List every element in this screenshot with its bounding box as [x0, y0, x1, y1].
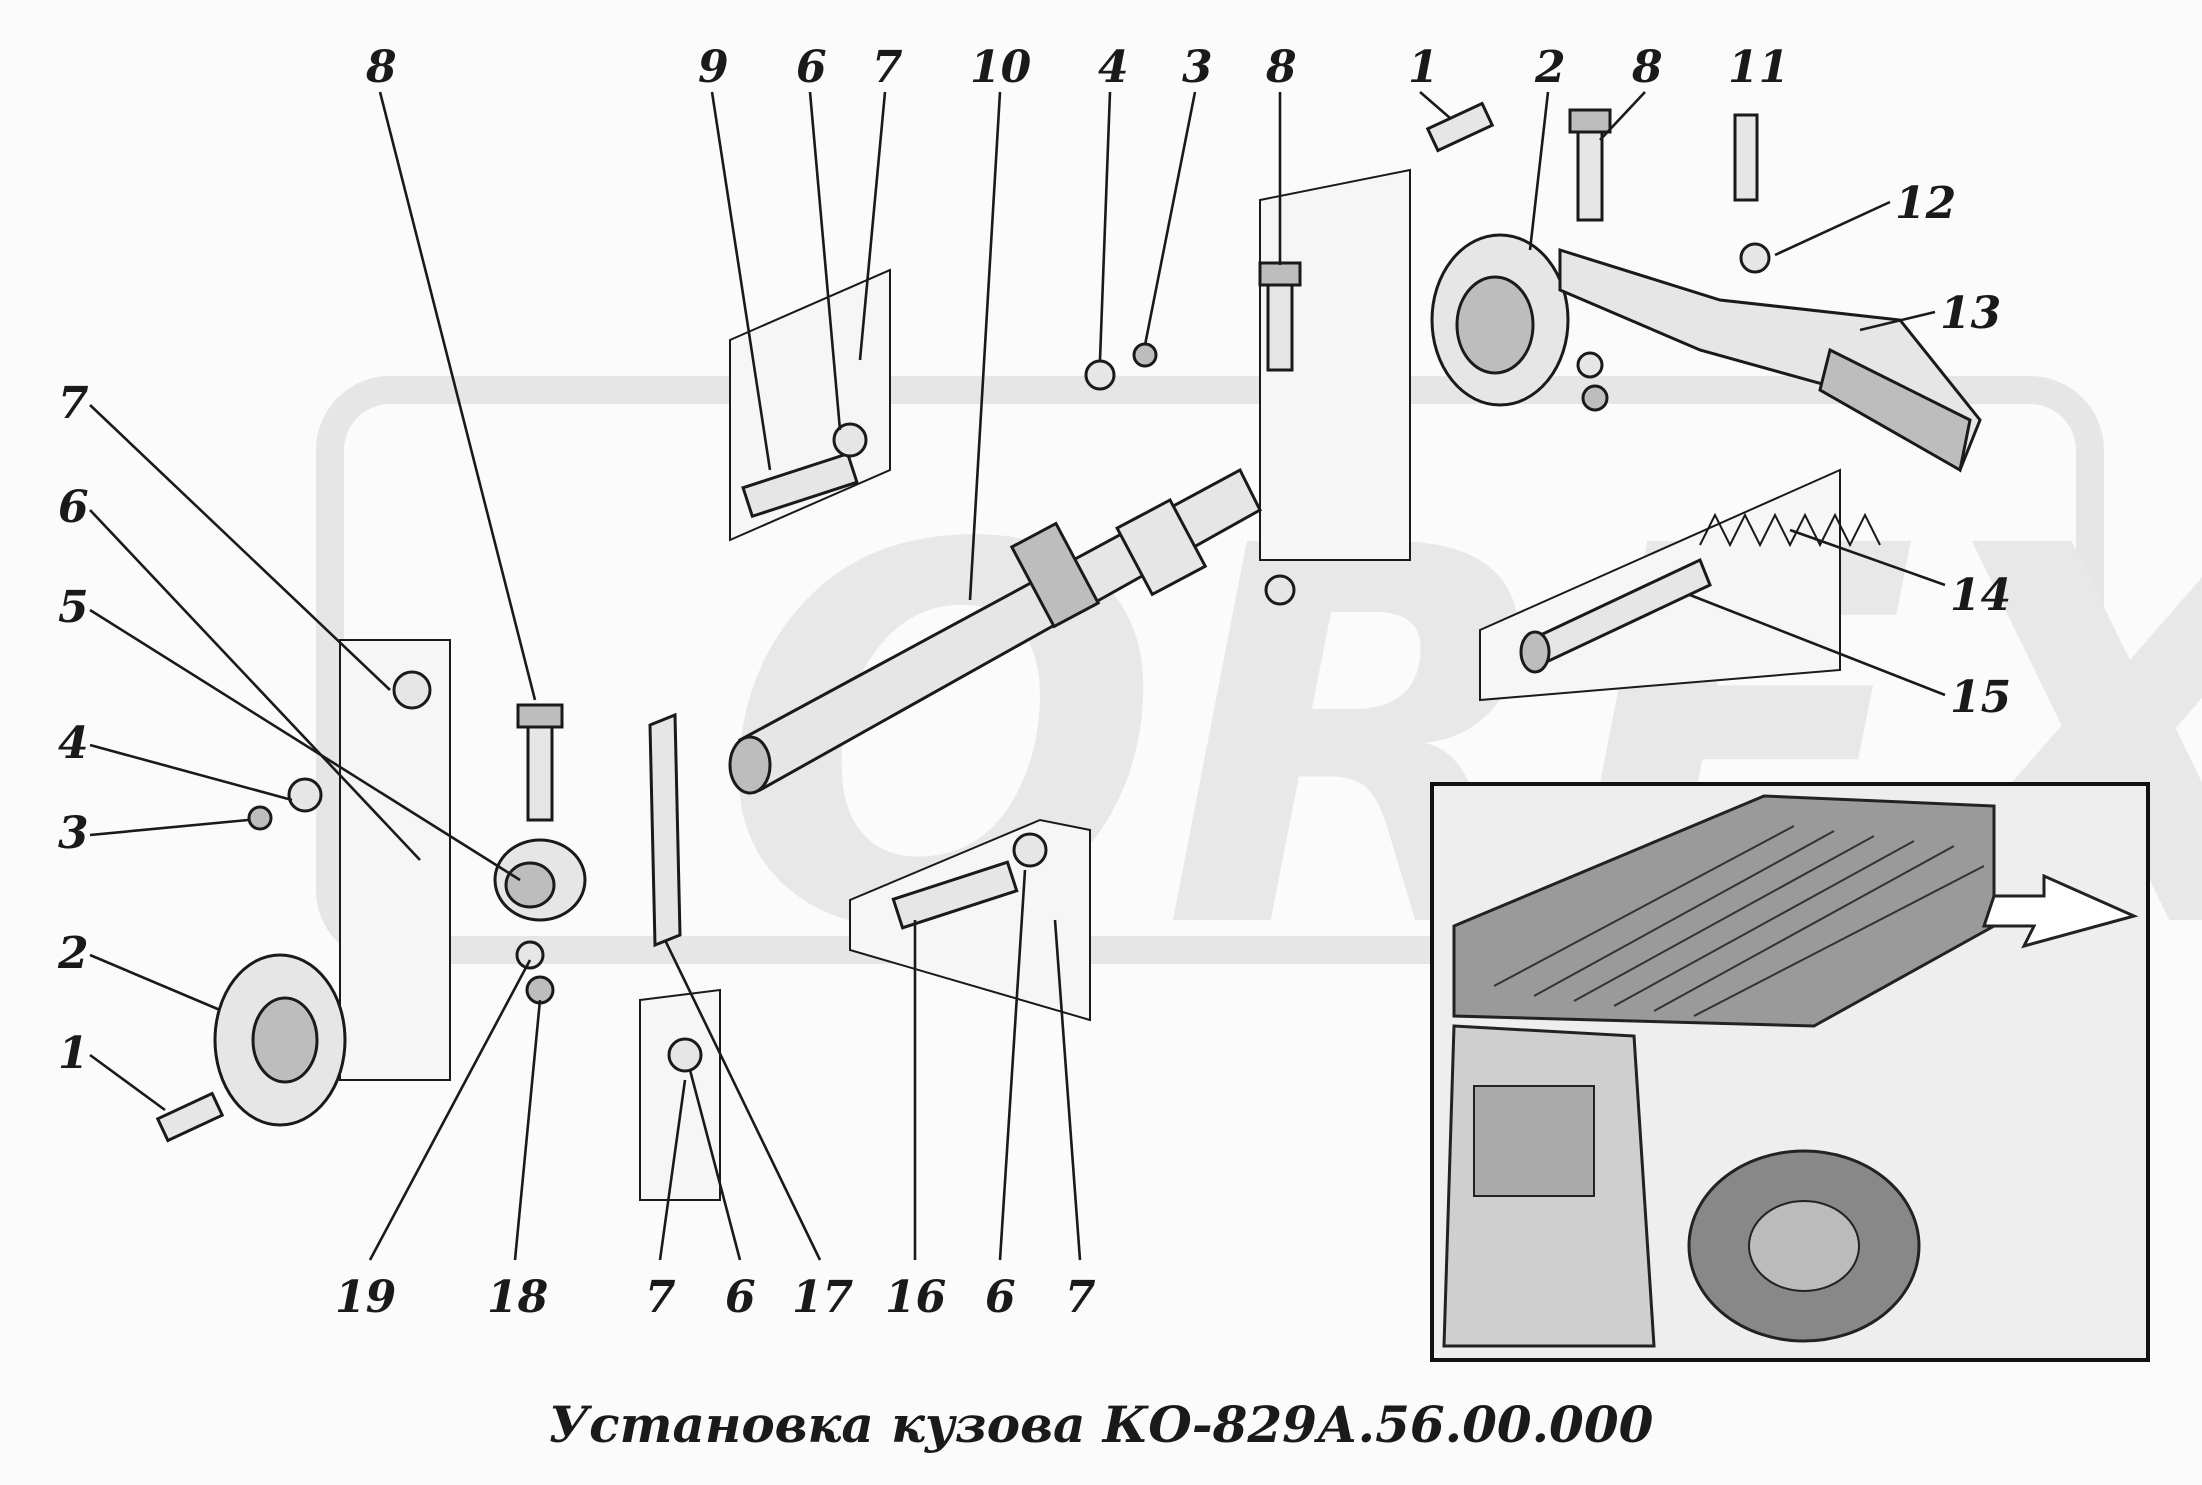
callout-2: 2 [1534, 42, 1566, 93]
callout-16: 16 [885, 1272, 946, 1323]
callout-1: 1 [1408, 42, 1439, 93]
callout-17: 17 [792, 1272, 854, 1323]
callout-15: 15 [1950, 672, 2011, 723]
callout-11: 11 [1728, 42, 1789, 93]
callout-6: 6 [985, 1272, 1016, 1323]
pins [741, 113, 1759, 930]
pin-frame-bottom [849, 818, 1091, 1022]
rod [1519, 557, 1712, 674]
callout-19: 19 [335, 1272, 396, 1323]
callout-7: 7 [645, 1272, 676, 1323]
callout-labels: 8 9 6 7 10 4 3 8 1 2 8 11 12 13 14 15 7 … [57, 42, 2011, 1323]
callout-2: 2 [57, 928, 89, 979]
callout-8: 8 [365, 42, 397, 93]
truck-sketch [1434, 786, 2146, 1358]
left-flange [213, 953, 347, 1127]
pin-frame-lower-left [639, 988, 721, 1201]
callout-14: 14 [1950, 570, 2011, 621]
callout-5: 5 [58, 582, 89, 633]
callout-8: 8 [1265, 42, 1297, 93]
callout-13: 13 [1940, 288, 2001, 339]
wheel-hub [1748, 1200, 1860, 1292]
callout-6: 6 [796, 42, 827, 93]
callout-1: 1 [58, 1028, 89, 1079]
left-clamp [493, 838, 587, 922]
left-bracket-frame [339, 639, 451, 1081]
right-flange [1430, 233, 1570, 407]
callout-6: 6 [725, 1272, 756, 1323]
callout-18: 18 [487, 1272, 548, 1323]
callout-4: 4 [1098, 42, 1129, 93]
callout-6: 6 [58, 482, 89, 533]
callout-7: 7 [58, 378, 89, 429]
callout-7: 7 [1065, 1272, 1096, 1323]
callout-7: 7 [872, 42, 903, 93]
callout-8: 8 [1631, 42, 1663, 93]
main-shaft [728, 467, 1262, 795]
callout-9: 9 [698, 42, 729, 93]
location-arrow-icon [1981, 873, 2139, 949]
callout-12: 12 [1895, 178, 1956, 229]
spring [1699, 512, 1881, 548]
leader-lines [89, 91, 1946, 1261]
cab-window [1473, 1085, 1595, 1197]
lever-handle [1558, 247, 1982, 473]
bolts [155, 101, 1612, 1143]
link-plate [648, 712, 682, 948]
nuts-washers [247, 242, 1771, 1073]
figure-caption: Установка кузова КО-829А.56.00.000 [548, 1395, 1654, 1454]
callout-3: 3 [1182, 42, 1213, 93]
callout-4: 4 [58, 718, 89, 769]
callout-10: 10 [970, 42, 1032, 93]
truck-location-inset [1430, 782, 2150, 1362]
callout-3: 3 [58, 808, 89, 859]
